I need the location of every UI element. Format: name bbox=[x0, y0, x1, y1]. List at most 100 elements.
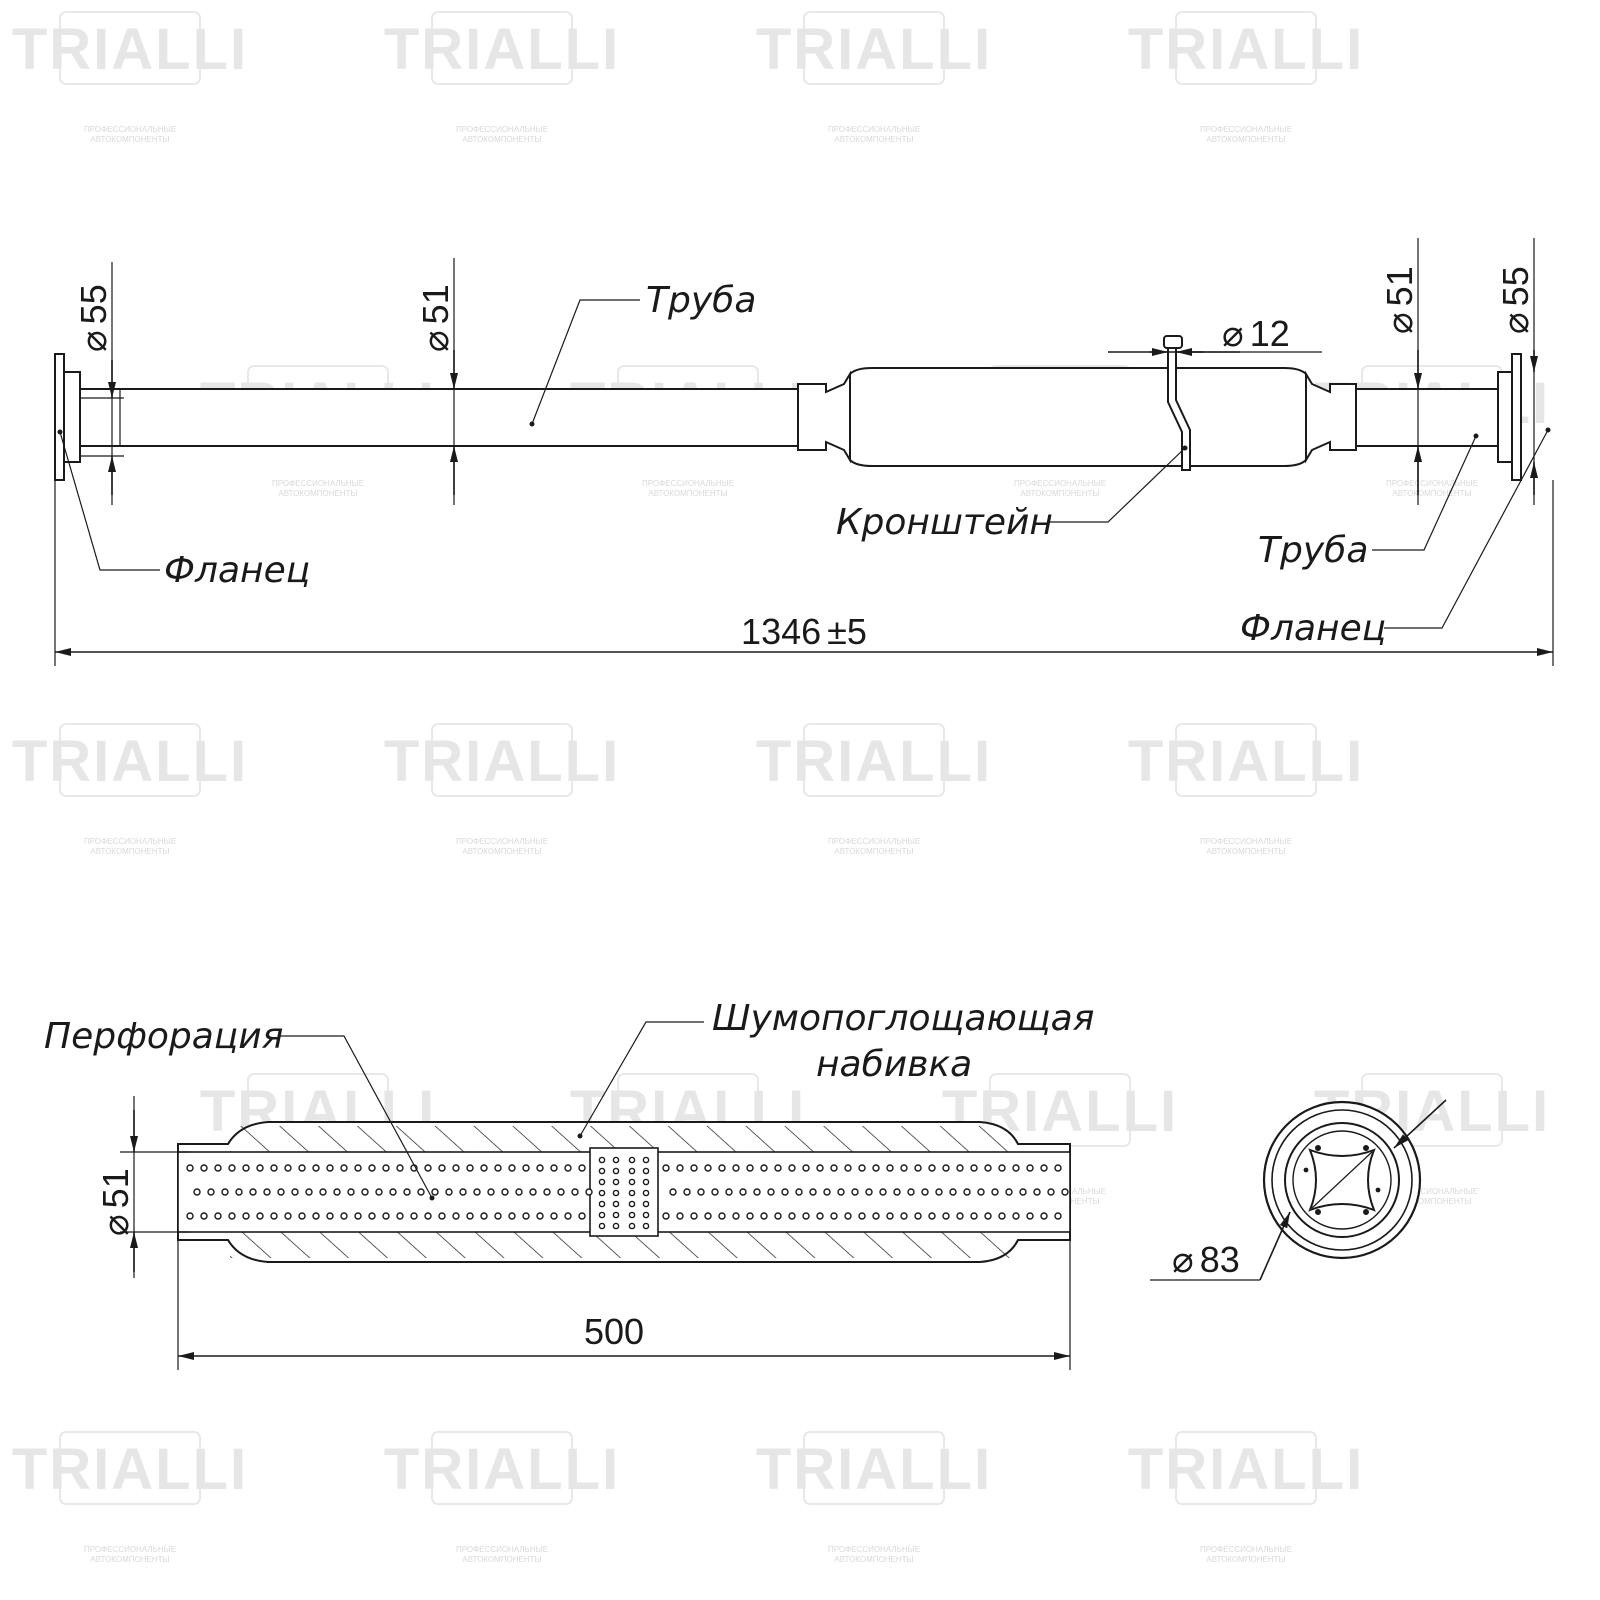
perforation-hole bbox=[207, 1188, 215, 1196]
perforation-hole bbox=[1026, 1212, 1034, 1220]
svg-text:ПРОФЕССИОНАЛЬНЫЕ: ПРОФЕССИОНАЛЬНЫЕ bbox=[1200, 125, 1292, 134]
perforation-hole bbox=[298, 1212, 306, 1220]
perforation-holes bbox=[186, 1156, 1069, 1230]
perforation-hole bbox=[438, 1212, 446, 1220]
perforation-hole bbox=[872, 1212, 880, 1220]
perforation-hole bbox=[452, 1212, 460, 1220]
perforation-hole bbox=[522, 1164, 530, 1172]
perforation-hole bbox=[1012, 1164, 1020, 1172]
perforation-hole bbox=[578, 1164, 586, 1172]
svg-text:TRIALLI: TRIALLI bbox=[1128, 1437, 1364, 1502]
svg-text:АВТОКОМПОНЕНТЫ: АВТОКОМПОНЕНТЫ bbox=[1206, 847, 1285, 856]
svg-text:TRIALLI: TRIALLI bbox=[1128, 729, 1364, 794]
sleeve-hole bbox=[642, 1178, 650, 1186]
perforation-hole bbox=[494, 1212, 502, 1220]
perforation-hole bbox=[340, 1212, 348, 1220]
svg-text:Шумопоглощающая: Шумопоглощающая bbox=[712, 998, 1094, 1039]
perforation-hole bbox=[354, 1164, 362, 1172]
sleeve-hole bbox=[598, 1222, 606, 1230]
perforation-hole bbox=[410, 1212, 418, 1220]
reducer-left bbox=[797, 370, 851, 464]
label-bracket: Кронштейн bbox=[836, 445, 1188, 543]
svg-text:ПРОФЕССИОНАЛЬНЫЕ: ПРОФЕССИОНАЛЬНЫЕ bbox=[456, 125, 548, 134]
perforation-hole bbox=[718, 1164, 726, 1172]
perforation-hole bbox=[816, 1164, 824, 1172]
perforation-hole bbox=[788, 1212, 796, 1220]
sleeve-hole bbox=[642, 1167, 650, 1175]
svg-text:⌀51: ⌀51 bbox=[1379, 266, 1420, 334]
perforation-hole bbox=[984, 1212, 992, 1220]
sleeve-hole bbox=[598, 1178, 606, 1186]
perforation-hole bbox=[291, 1188, 299, 1196]
flange-left-neck bbox=[63, 371, 81, 463]
perforation-hole bbox=[550, 1212, 558, 1220]
svg-text:TRIALLI: TRIALLI bbox=[384, 17, 620, 82]
perforation-hole bbox=[312, 1212, 320, 1220]
reducer-right bbox=[1305, 370, 1357, 464]
perforation-hole bbox=[900, 1212, 908, 1220]
label-pipe-left: Труба bbox=[529, 280, 756, 427]
svg-text:АВТОКОМПОНЕНТЫ: АВТОКОМПОНЕНТЫ bbox=[462, 1555, 541, 1564]
perforation-hole bbox=[452, 1164, 460, 1172]
svg-text:⌀51: ⌀51 bbox=[415, 284, 456, 352]
perforation-hole bbox=[1061, 1188, 1069, 1196]
perforation-hole bbox=[389, 1188, 397, 1196]
perforation-hole bbox=[312, 1164, 320, 1172]
dim-flange-left-diameter: ⌀55 bbox=[73, 262, 124, 505]
svg-text:АВТОКОМПОНЕНТЫ: АВТОКОМПОНЕНТЫ bbox=[1392, 489, 1471, 498]
perforation-hole bbox=[480, 1212, 488, 1220]
svg-text:ПРОФЕССИОНАЛЬНЫЕ: ПРОФЕССИОНАЛЬНЫЕ bbox=[84, 125, 176, 134]
svg-text:ПРОФЕССИОНАЛЬНЫЕ: ПРОФЕССИОНАЛЬНЫЕ bbox=[456, 1545, 548, 1554]
perforation-hole bbox=[760, 1212, 768, 1220]
perforation-hole bbox=[473, 1188, 481, 1196]
perforation-hole bbox=[711, 1188, 719, 1196]
perforation-hole bbox=[459, 1188, 467, 1196]
flange-right-neck bbox=[1497, 371, 1513, 463]
perforation-hole bbox=[837, 1188, 845, 1196]
end-view: ⌀83 bbox=[1150, 1099, 1447, 1281]
svg-text:TRIALLI: TRIALLI bbox=[12, 729, 248, 794]
svg-text:⌀55: ⌀55 bbox=[1495, 266, 1536, 334]
perforation-hole bbox=[802, 1212, 810, 1220]
perforation-hole bbox=[417, 1188, 425, 1196]
svg-text:ПРОФЕССИОНАЛЬНЫЕ: ПРОФЕССИОНАЛЬНЫЕ bbox=[1200, 837, 1292, 846]
dim-section-length: 500 bbox=[177, 1240, 1071, 1370]
perforation-hole bbox=[669, 1188, 677, 1196]
perforation-hole bbox=[557, 1188, 565, 1196]
perforation-hole bbox=[382, 1212, 390, 1220]
watermark-layer: TRIALLIПРОФЕССИОНАЛЬНЫЕАВТОКОМПОНЕНТЫTRI… bbox=[12, 11, 1548, 1564]
sleeve-hole bbox=[628, 1189, 636, 1197]
perforation-hole bbox=[284, 1212, 292, 1220]
perforation-hole bbox=[200, 1212, 208, 1220]
perforation-hole bbox=[550, 1164, 558, 1172]
perforation-hole bbox=[732, 1164, 740, 1172]
svg-text:TRIALLI: TRIALLI bbox=[756, 1437, 992, 1502]
perforation-hole bbox=[963, 1188, 971, 1196]
perforation-hole bbox=[977, 1188, 985, 1196]
svg-text:АВТОКОМПОНЕНТЫ: АВТОКОМПОНЕНТЫ bbox=[1206, 135, 1285, 144]
svg-text:Фланец: Фланец bbox=[164, 550, 310, 591]
perforation-hole bbox=[704, 1164, 712, 1172]
sleeve-hole bbox=[642, 1211, 650, 1219]
perforation-hole bbox=[221, 1188, 229, 1196]
perforation-hole bbox=[690, 1212, 698, 1220]
svg-text:ПРОФЕССИОНАЛЬНЫЕ: ПРОФЕССИОНАЛЬНЫЕ bbox=[272, 479, 364, 488]
perforation-hole bbox=[767, 1188, 775, 1196]
svg-text:АВТОКОМПОНЕНТЫ: АВТОКОМПОНЕНТЫ bbox=[278, 489, 357, 498]
perforation-hole bbox=[445, 1188, 453, 1196]
perforation-hole bbox=[1026, 1164, 1034, 1172]
perforation-hole bbox=[228, 1164, 236, 1172]
dim-pipe-left-diameter: ⌀51 bbox=[415, 258, 458, 505]
perforation-hole bbox=[914, 1164, 922, 1172]
svg-text:Фланец: Фланец bbox=[1240, 608, 1386, 649]
svg-text:Труба: Труба bbox=[1258, 530, 1368, 571]
perforation-hole bbox=[907, 1188, 915, 1196]
perforation-hole bbox=[879, 1188, 887, 1196]
svg-text:TRIALLI: TRIALLI bbox=[1128, 17, 1364, 82]
perforation-hole bbox=[305, 1188, 313, 1196]
perforation-hole bbox=[858, 1212, 866, 1220]
